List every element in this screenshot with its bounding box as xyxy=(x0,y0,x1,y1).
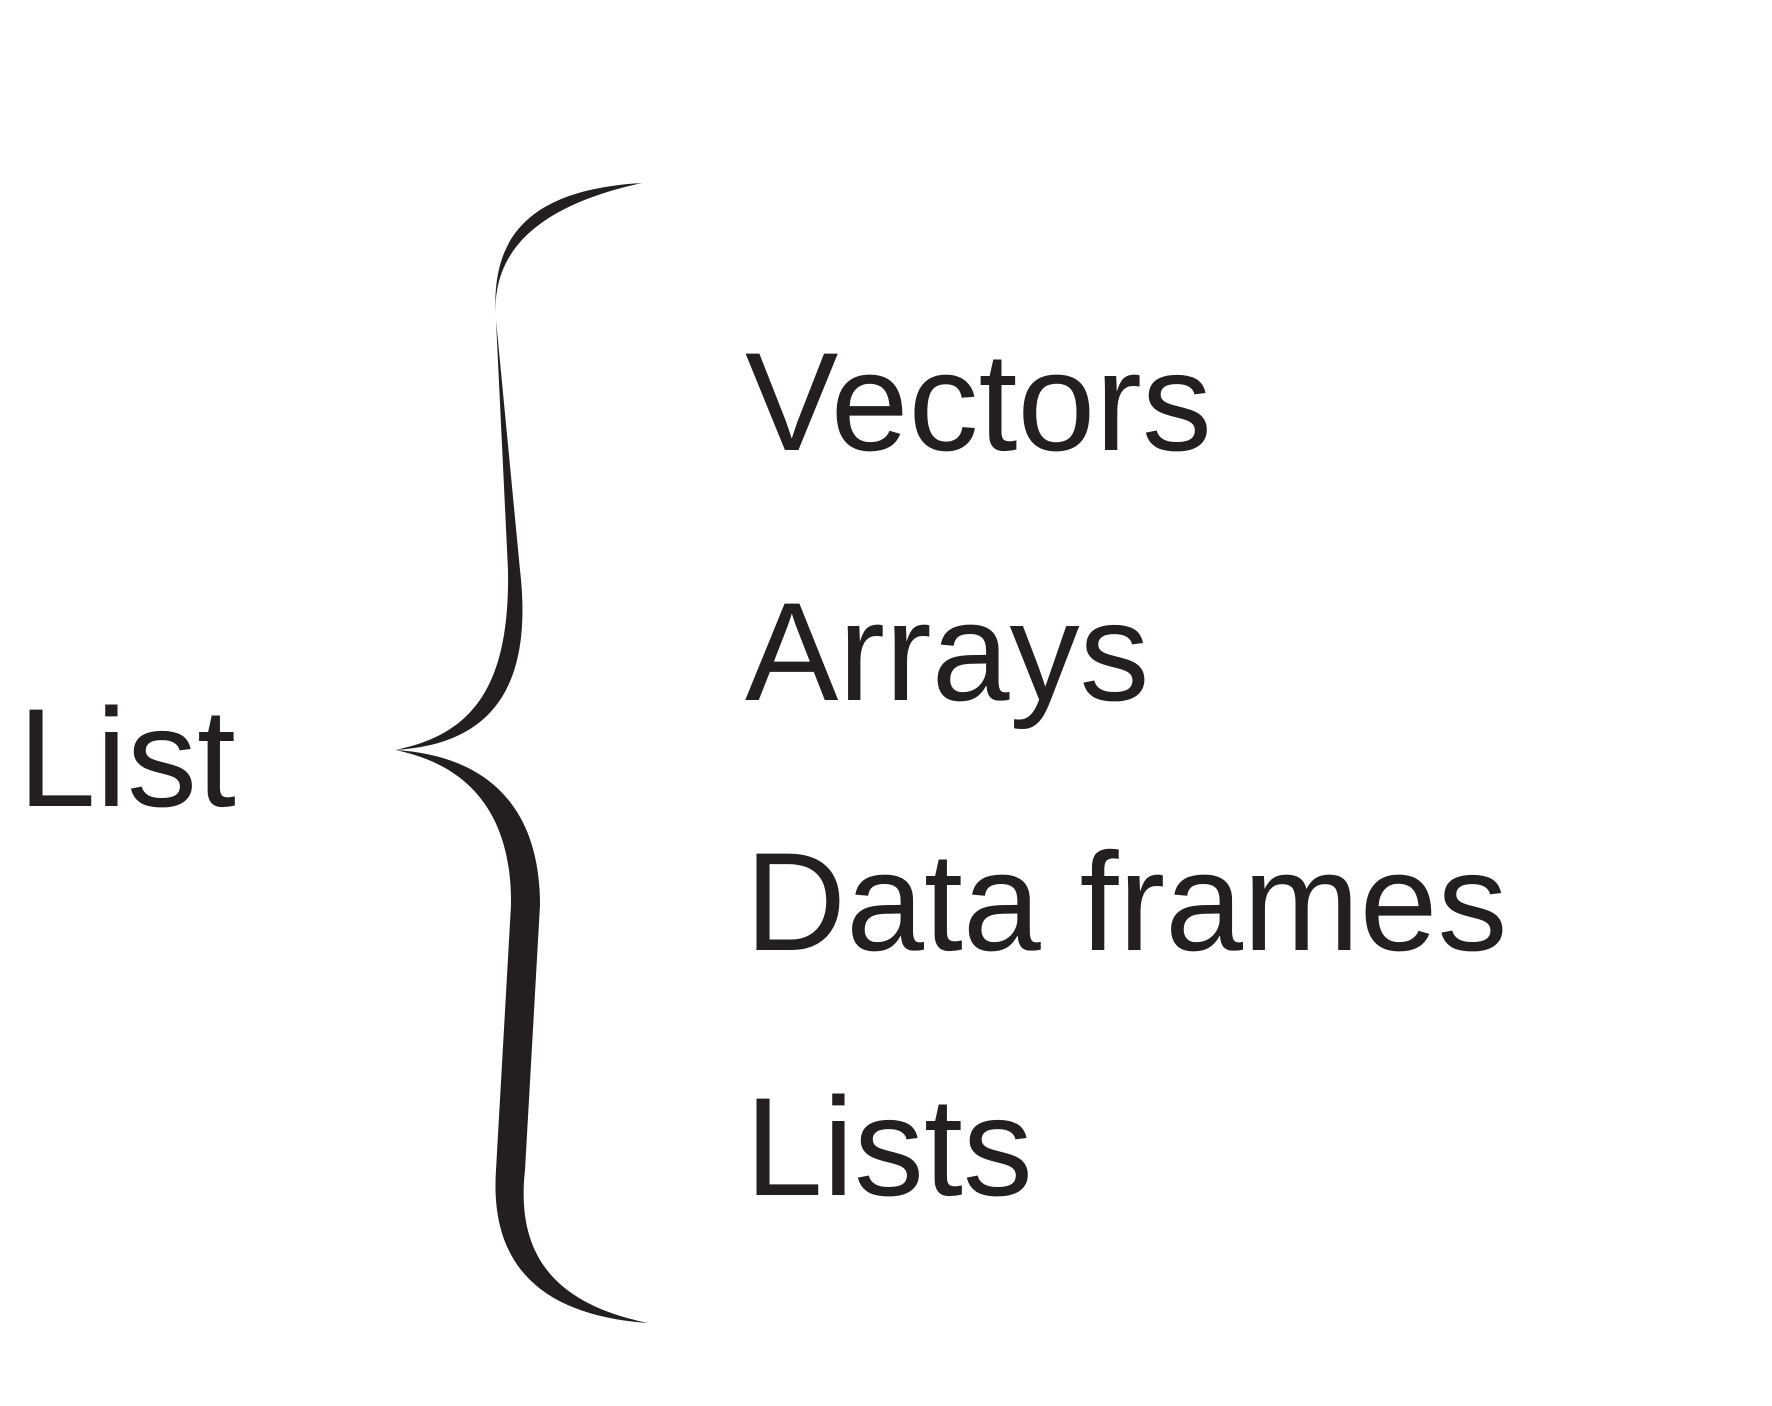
item-lists: Lists xyxy=(745,1068,1033,1225)
item-data-frames: Data frames xyxy=(745,823,1508,980)
root-label: List xyxy=(18,679,236,836)
item-vectors: Vectors xyxy=(745,323,1212,480)
item-arrays: Arrays xyxy=(745,573,1150,730)
